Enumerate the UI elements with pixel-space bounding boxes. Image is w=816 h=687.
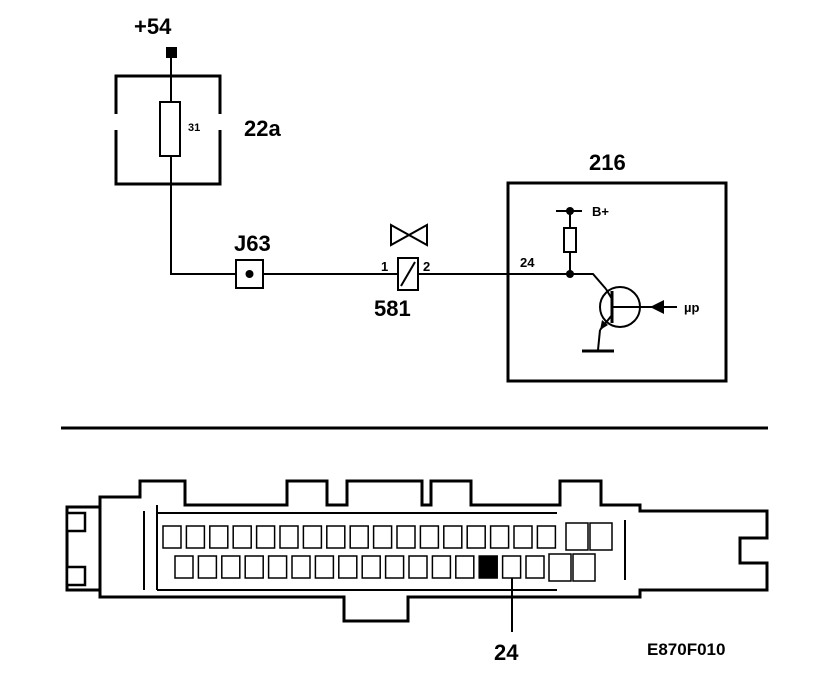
pin-cell (489, 525, 510, 549)
pin-cell (338, 555, 358, 579)
ecu-supply-label: B+ (592, 204, 609, 219)
fuse-element (159, 101, 181, 157)
valve-label: 581 (374, 296, 411, 321)
pin-cell (361, 555, 381, 579)
pin-cell (501, 555, 522, 579)
highlighted-pin-label: 24 (494, 640, 519, 665)
pin-cell (525, 555, 545, 579)
valve-pin-1: 1 (381, 259, 388, 274)
pin-cell (162, 525, 182, 549)
valve-pin-2: 2 (423, 259, 430, 274)
pin-cell (326, 525, 346, 549)
ecu-box: 216 24 B+ µp (506, 150, 728, 383)
valve-icon (390, 223, 428, 247)
pin-cell-large (589, 522, 613, 551)
pin-cell-highlighted (478, 555, 498, 579)
fuse-box-label: 22a (244, 116, 281, 141)
pin-cell (349, 525, 369, 549)
pin-cell (443, 525, 463, 549)
pin-cell (209, 525, 229, 549)
pin-cell (466, 525, 486, 549)
pin-cell (267, 555, 288, 579)
pin-cell (174, 555, 194, 579)
pin-cell (232, 525, 252, 549)
pin-cell (244, 555, 264, 579)
pin-cell (279, 525, 299, 549)
pin-cell (396, 525, 416, 549)
fuse-box: 31 22a (114, 74, 281, 186)
fuse-number: 31 (188, 122, 200, 134)
ecu-label: 216 (589, 150, 626, 175)
ecu-input-label: µp (684, 300, 699, 315)
pin-cell (513, 525, 533, 549)
pin-cell (384, 555, 405, 579)
pin-cell (431, 555, 452, 579)
pin-cell-large (548, 553, 572, 582)
solenoid-valve: 1 2 581 (374, 223, 430, 321)
supply-terminal (166, 47, 177, 58)
ecu-pin-label: 24 (520, 255, 535, 270)
wire-fuse-to-j63 (170, 156, 236, 275)
reference-code: E870F010 (647, 640, 725, 659)
supply-label: +54 (134, 14, 172, 39)
connector-j63: J63 (234, 231, 271, 289)
pin-cell (197, 555, 218, 579)
pin-cell (314, 555, 335, 579)
pin-cell (455, 555, 475, 579)
pin-cell (372, 525, 393, 549)
pin-cell (419, 525, 440, 549)
pin-cell (408, 555, 428, 579)
pin-cell (302, 525, 323, 549)
pin-cell-large (572, 553, 596, 582)
connector-pin-view (65, 479, 769, 623)
pin-cell (536, 525, 557, 549)
pin-cells (162, 522, 613, 582)
connector-label: J63 (234, 231, 271, 256)
pin-cell (255, 525, 276, 549)
pin-cell-large (565, 522, 589, 551)
pin-cell (291, 555, 311, 579)
pullup-resistor (563, 227, 577, 253)
pin-cell (221, 555, 241, 579)
pin-cell (185, 525, 206, 549)
